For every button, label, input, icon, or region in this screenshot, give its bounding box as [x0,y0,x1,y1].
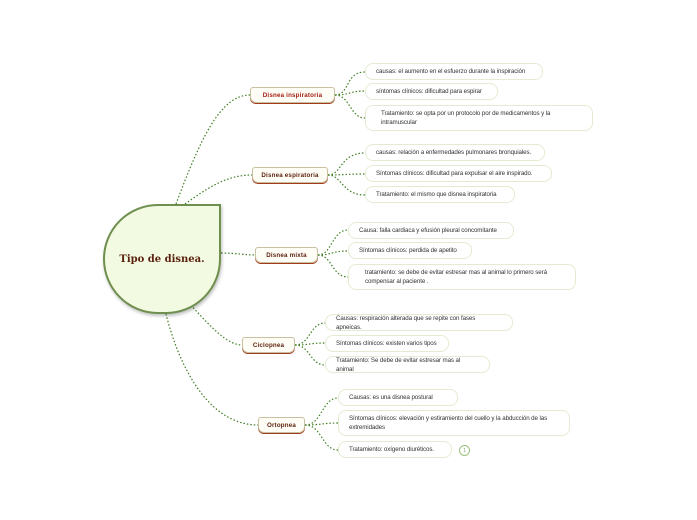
central-topic[interactable]: Tipo de disnea. [103,204,221,314]
branch-label: Ciclopnea [252,341,285,349]
central-topic-label: Tipo de disnea. [119,253,205,265]
leaf-causas[interactable]: causas: relación a enfermedades pulmonar… [365,144,545,161]
leaf-text: Síntomas clínicos: dificultad para expul… [376,170,533,177]
branch-disnea-espiratoria[interactable]: Disnea espiratoria [252,167,328,183]
leaf-tratamiento[interactable]: Tratamiento: el mismo que disnea inspira… [365,186,515,203]
leaf-text: Causas: respiración alterada que se repi… [336,314,476,331]
leaf-sintomas[interactable]: Síntomas clínicos: elevación y estiramie… [338,410,570,436]
leaf-causas[interactable]: Causas: es una disnea postural [338,389,458,406]
leaf-causas[interactable]: Causas: respiración alterada que se repi… [325,314,513,331]
leaf-sintomas[interactable]: síntomas clínicos: dificultad para espir… [365,83,498,100]
branch-ciclopnea[interactable]: Ciclopnea [242,337,295,353]
leaf-text: síntomas clínicos: dificultad para espir… [376,88,482,95]
leaf-text: causas: relación a enfermedades pulmonar… [376,149,532,156]
branch-disnea-inspiratoria[interactable]: Disnea inspiratoria [250,87,335,103]
leaf-text: Síntomas clínicos: perdida de apetito [359,247,457,254]
leaf-tratamiento[interactable]: Tratamiento: oxígeno diuréticos. [338,441,452,458]
branch-disnea-mixta[interactable]: Disnea mixta [255,247,318,263]
leaf-text: Síntomas clínicos: elevación y estiramie… [349,415,548,431]
branch-label: Disnea inspiratoria [262,91,323,99]
leaf-text: Tratamiento: Se debe de evitar estresar … [336,356,461,373]
notes-count-badge[interactable]: 1 [459,445,470,456]
leaf-causas[interactable]: causas: el aumento en el esfuerzo durant… [365,63,543,80]
leaf-text: tratamiento: se debe de evitar estresar … [365,269,547,285]
branch-label: Disnea mixta [266,251,307,259]
leaf-tratamiento[interactable]: tratamiento: se debe de evitar estresar … [348,264,576,290]
leaf-sintomas[interactable]: Síntomas clínicos: dificultad para expul… [365,165,552,182]
leaf-tratamiento[interactable]: Tratamiento: se opta por un protocolo po… [365,105,593,131]
leaf-text: Causas: es una disnea postural [349,394,433,401]
leaf-text: Tratamiento: oxígeno diuréticos. [349,446,434,453]
leaf-text: Causa: falla cardiaca y efusión pleural … [359,227,497,234]
leaf-sintomas[interactable]: Síntomas clínicos: existen varios tipos [325,335,449,352]
leaf-text: Síntomas clínicos: existen varios tipos [336,340,437,347]
leaf-text: Tratamiento: se opta por un protocolo po… [381,110,551,126]
leaf-sintomas[interactable]: Síntomas clínicos: perdida de apetito [348,242,472,259]
branch-label: Ortopnea [266,421,297,429]
leaf-tratamiento[interactable]: Tratamiento: Se debe de evitar estresar … [325,356,490,373]
leaf-causa[interactable]: Causa: falla cardiaca y efusión pleural … [348,222,514,239]
branch-label: Disnea espiratoria [261,171,319,179]
leaf-text: Tratamiento: el mismo que disnea inspira… [376,191,497,198]
leaf-text: causas: el aumento en el esfuerzo durant… [376,68,526,75]
branch-ortopnea[interactable]: Ortopnea [258,417,305,433]
